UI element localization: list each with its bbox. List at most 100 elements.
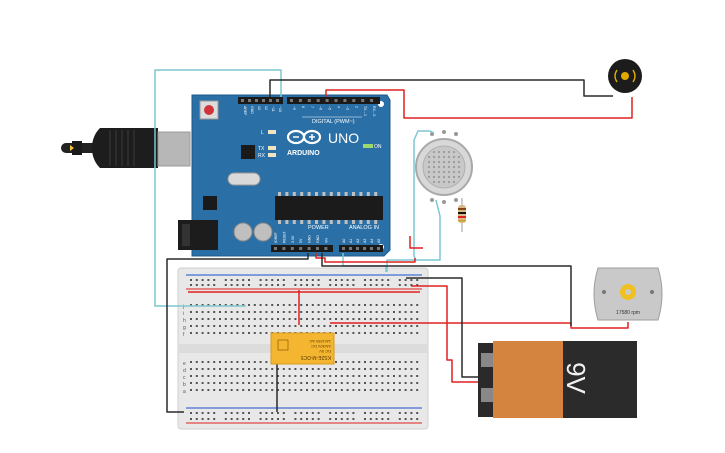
power-pin[interactable]	[282, 247, 286, 250]
grid-hole	[230, 318, 233, 320]
digital-pin[interactable]	[276, 99, 279, 102]
analog-pin[interactable]	[363, 247, 366, 250]
grid-hole	[201, 382, 204, 384]
rail-hole	[282, 284, 285, 286]
mesh-dot	[447, 170, 451, 174]
wire-red-motor[interactable]	[330, 322, 629, 329]
rail-hole	[369, 279, 372, 281]
digital-pin[interactable]	[370, 99, 374, 102]
analog-pin[interactable]	[370, 247, 373, 250]
wire-cyan-sensor-out[interactable]	[386, 199, 441, 272]
grid-hole	[387, 382, 390, 384]
digital-pin[interactable]	[255, 99, 258, 102]
grid-hole	[195, 311, 198, 313]
wire-red-sensor[interactable]	[409, 236, 423, 249]
reset-button-cap[interactable]	[204, 105, 214, 115]
analog-pin[interactable]	[349, 247, 352, 250]
power-pin[interactable]	[307, 247, 311, 250]
power-pin[interactable]	[299, 247, 303, 250]
grid-hole	[416, 304, 419, 306]
wire-cyan-pin13[interactable]	[154, 69, 282, 307]
rail-hole	[364, 284, 366, 286]
rail-hole	[265, 279, 268, 281]
analog-pin[interactable]	[342, 247, 345, 250]
rail-hole	[259, 279, 262, 281]
mesh-dot	[432, 165, 436, 169]
grid-hole	[300, 389, 303, 391]
grid-hole	[306, 325, 308, 327]
grid-hole	[364, 361, 366, 363]
rail-hole	[364, 412, 366, 414]
digital-pin[interactable]	[307, 99, 311, 102]
resistor[interactable]	[458, 198, 466, 232]
row-letter: h	[183, 318, 186, 324]
wire-red-buzzer[interactable]	[325, 89, 633, 119]
digital-pin[interactable]	[298, 99, 302, 102]
chip-pin	[359, 192, 363, 196]
grid-hole	[236, 361, 239, 363]
wire-black-gnd-rail[interactable]	[166, 253, 309, 413]
digital-pin[interactable]	[316, 99, 320, 102]
power-pin-label: GND	[308, 235, 312, 243]
wire-red-battery[interactable]	[411, 285, 478, 383]
grid-hole	[207, 304, 210, 306]
digital-pin[interactable]	[248, 99, 251, 102]
digital-pin[interactable]	[343, 99, 347, 102]
digital-pin[interactable]	[262, 99, 265, 102]
digital-pin[interactable]	[290, 99, 293, 102]
analog-pin[interactable]	[377, 247, 380, 250]
regulator-chip	[203, 196, 217, 210]
grid-hole	[416, 311, 419, 313]
analog-pin[interactable]	[356, 247, 359, 250]
grid-hole	[416, 318, 419, 320]
power-pin[interactable]	[324, 247, 328, 250]
gas-sensor[interactable]	[415, 130, 473, 204]
led-l-label: L	[261, 130, 264, 136]
digital-pin[interactable]	[269, 99, 272, 102]
battery-9v[interactable]: 9V	[478, 341, 637, 418]
grid-hole	[404, 375, 407, 377]
grid-hole	[375, 325, 378, 327]
grid-hole	[230, 368, 233, 370]
digital-pin[interactable]	[241, 99, 244, 102]
rail-hole	[207, 412, 210, 414]
power-pin[interactable]	[316, 247, 319, 250]
power-pin[interactable]	[274, 247, 277, 250]
grid-hole	[410, 318, 413, 320]
wire-black-buzzer-gnd[interactable]	[269, 79, 613, 97]
grid-hole	[271, 304, 274, 306]
grid-hole	[242, 361, 245, 363]
relay[interactable]: KS2E-M-DC5 DC 5V 2A/30V DC 1A/125V AC	[270, 332, 335, 365]
wire-cyan-sensor[interactable]	[413, 130, 435, 259]
grid-hole	[311, 318, 314, 320]
grid-hole	[230, 375, 233, 377]
wire-black-motor[interactable]	[321, 253, 572, 326]
power-pin[interactable]	[290, 247, 294, 250]
digital-pin[interactable]	[334, 99, 338, 102]
grid-hole	[340, 311, 343, 313]
grid-hole	[335, 332, 337, 334]
wire-black-battery[interactable]	[406, 277, 478, 378]
digital-pin[interactable]	[361, 99, 365, 102]
mesh-dot	[427, 160, 431, 164]
grid-hole	[288, 311, 291, 313]
grid-hole	[311, 375, 314, 377]
grid-hole	[404, 389, 407, 391]
grid-hole	[259, 304, 262, 306]
digital-pin[interactable]	[325, 99, 329, 102]
piezo-buzzer[interactable]	[608, 59, 642, 93]
grid-hole	[340, 304, 343, 306]
grid-hole	[282, 368, 285, 370]
chip-pin	[300, 192, 304, 196]
grid-hole	[248, 318, 250, 320]
rail-hole	[404, 418, 407, 420]
dc-motor[interactable]: 17580 rpm	[593, 267, 663, 321]
digital-pin-label: AREF	[243, 106, 247, 115]
wire-red-5v[interactable]	[315, 253, 416, 263]
grid-hole	[335, 304, 337, 306]
grid-hole	[277, 382, 279, 384]
digital-pin-label: 8	[301, 106, 305, 108]
rail-hole	[277, 412, 279, 414]
digital-pin[interactable]	[352, 99, 356, 102]
